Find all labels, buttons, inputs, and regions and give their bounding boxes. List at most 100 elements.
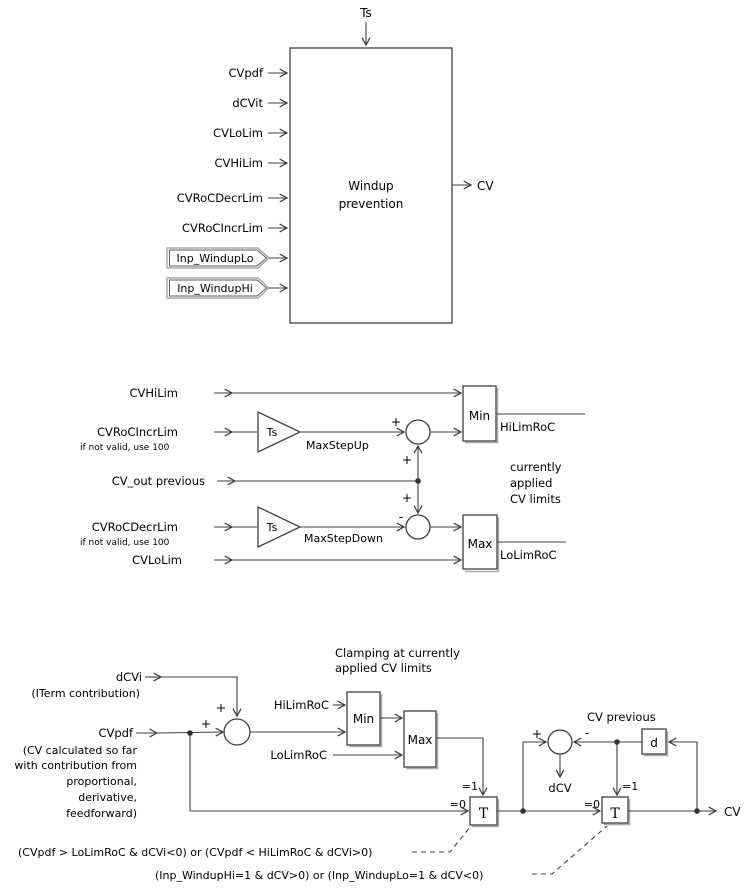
lolimroc-out-label: LoLimRoC [500,548,557,562]
min-block-label: Min [469,409,490,423]
sw1-label: T [479,806,489,822]
tag-label-inp-winduphi: Inp_WindupHi [177,282,253,295]
bot-min-label: Min [353,712,374,726]
ts-input-label: Ts [359,6,372,20]
cv-feedback-wire [667,737,698,811]
bottom-clamping-diagram: Clamping at currently applied CV limits … [14,646,741,882]
bot-hilimroc-label: HiLimRoC [274,698,329,712]
mid-note-incr-not-valid: if not valid, use 100 [80,443,170,453]
input-label-dcvit: dCVit [232,96,263,110]
delay-label: d [650,736,658,750]
top-input-row-cvhilim: CVHiLim [214,156,289,170]
maxstepup-label: MaxStepUp [306,439,369,452]
top-input-row-cvrocdecrlim: CVRoCDecrLim [177,191,289,205]
input-label-cvrocdecrlim: CVRoCDecrLim [177,191,263,205]
sw2-condition-connector [532,825,608,875]
clamp-note-line1: Clamping at currently [335,646,460,660]
mid-label-cvrocincrlim: CVRoCIncrLim [97,425,178,439]
gain-ts-up-label: Ts [266,426,278,439]
mid-roc-limits-diagram: CVHiLim CVRoCIncrLim if not valid, use 1… [80,385,585,573]
sum1-sign-plus-prev: + [402,452,412,467]
cv-previous-label: CV previous [587,710,656,724]
max-block-label: Max [468,537,493,551]
bot-min-shadow [349,694,383,748]
input-label-cvlolim: CVLoLim [213,126,263,140]
mid-label-cvrocdecrlim: CVRoCDecrLim [92,520,178,534]
windup-prevention-block [289,47,453,324]
bot-max-block [403,710,437,768]
sum-junction-lo [405,514,431,540]
top-input-row-dcvit: dCVit [232,96,289,110]
mid-note-line2: applied [510,476,552,490]
sw1-shadow [472,799,500,828]
condition2-text: (Inp_WindupHi=1 & dCV>0) or (Inp_WindupL… [155,869,483,882]
sw1-out-up-wire [522,737,548,811]
sum3-sign-plus: + [532,726,542,741]
output-label-cv: CV [477,179,494,193]
sum4-sign-cvpdf: + [201,716,211,731]
gain-triangle-ts-down [257,505,302,549]
sum2-sign-plus-prev: + [402,490,412,505]
sum-junction-cvpdf-dcvi [223,718,251,746]
tag-input-inp-winduphi: Inp_WindupHi [166,277,289,299]
top-input-row-cvrocincrlim: CVRoCIncrLim [182,221,289,235]
sum-junction-hi [405,419,431,445]
min-block-shadow [465,388,499,444]
cvpdf-label: CVpdf [98,726,133,740]
sw2-label: T [610,806,620,822]
tag-input-inp-winduplo: Inp_WindupLo [166,247,289,269]
sum2-sign-minus-in: - [399,509,404,524]
condition1-text: (CVpdf > LoLimRoC & dCVi<0) or (CVpdf < … [18,846,372,859]
mid-note-line3: CV limits [510,492,561,506]
cvpdf-note-line4: derivative, [78,791,137,804]
gain-ts-down-label: Ts [266,521,278,534]
bot-max-shadow [406,713,439,770]
clamp-note-line2: applied CV limits [335,661,432,675]
top-input-row-cvpdf: CVpdf [228,66,289,80]
sum1-sign-plus-in: + [391,414,401,429]
tag-shape-outer [166,277,270,299]
sw2-in0-label: =0 [584,798,600,811]
gain-triangle-ts-up [257,410,302,454]
mid-label-cvhilim: CVHiLim [129,386,178,400]
input-label-cvhilim: CVHiLim [214,156,263,170]
mid-note-decr-not-valid: if not valid, use 100 [80,538,170,548]
input-label-cvpdf: CVpdf [228,66,263,80]
sw1-in0-label: =0 [450,798,466,811]
input-label-cvrocincrlim: CVRoCIncrLim [182,221,263,235]
tag-label-inp-winduplo: Inp_WindupLo [177,252,254,265]
cv-out-label: CV [724,805,741,819]
cvpdf-note-line2: with contribution from [14,759,137,772]
mid-label-cvlolim: CVLoLim [132,553,182,567]
delay-shadow [644,731,669,757]
bot-max-label: Max [408,733,433,747]
cvpdf-note-line3: proportional, [66,775,137,788]
mid-note-line1: currently [510,460,562,474]
max-block-shadow [465,517,500,573]
sw1-condition-connector [412,826,471,853]
mid-label-cvout-previous: CV_out previous [112,474,205,488]
dcvi-label: dCVi [116,670,142,684]
max-block [462,514,498,570]
sw2-shadow [604,799,631,826]
windup-prevention-title-line1: Windup [348,179,393,193]
cvpdf-bypass-wire [189,733,470,816]
hilimroc-out-label: HiLimRoC [500,420,555,434]
dcvi-wire [161,676,242,718]
min-block [462,385,497,442]
max-out-wire [436,737,488,797]
top-output-cv: CV [452,179,494,193]
sw2-block [601,796,629,824]
cvpdf-note-line5: feedforward) [66,807,137,820]
sum-junction-dcv [547,729,573,755]
bot-lolimroc-label: LoLimRoC [270,748,327,762]
bot-min-block [346,691,381,746]
sum4-sign-dcvi: + [216,700,226,715]
tag-shape-inner [169,249,268,267]
top-input-row-cvlolim: CVLoLim [213,126,289,140]
sum3-sign-minus: - [585,725,590,740]
maxstepdown-label: MaxStepDown [304,532,383,545]
tag-shape-outer [166,247,270,269]
top-overview-diagram: Ts Windup prevention CVpdf dCVit CVLoLim… [166,6,494,324]
